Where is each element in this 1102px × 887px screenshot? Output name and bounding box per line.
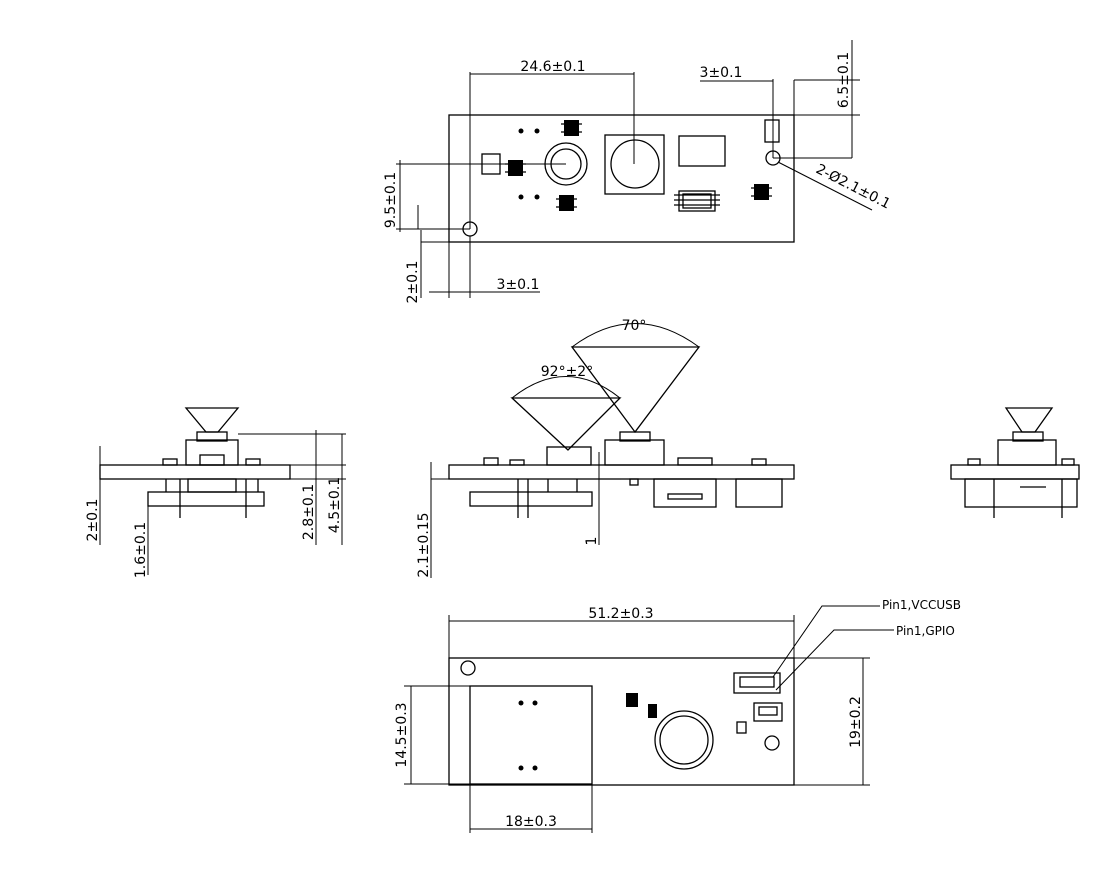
dim-hole-diameter: 2-Ø2.1±0.1 (813, 161, 893, 212)
left-lens-holder (185, 439, 239, 466)
label-pin1-vcc: Pin1,VCCUSB (882, 598, 961, 612)
dim-angle-tilt: 92°±2° (541, 364, 593, 380)
dim-lens-protrusion: 2.8±0.1 (301, 484, 317, 540)
camera-module (469, 685, 593, 785)
connector-gpio (753, 702, 783, 722)
dim-width-lens: 24.6±0.1 (520, 59, 585, 75)
pad-dot (518, 128, 524, 134)
center-board (448, 464, 795, 480)
top-board-outline (448, 114, 795, 243)
right-board (950, 464, 1080, 480)
sot-package-top (561, 120, 582, 136)
center-lower-board (469, 491, 593, 507)
top-small-component (764, 119, 780, 143)
sot-package-right (751, 184, 772, 200)
left-lens-cone (184, 407, 240, 433)
left-lens-barrel (196, 431, 228, 442)
dim-lens-height: 9.5±0.1 (383, 172, 399, 228)
right-lens-cone (1004, 407, 1054, 433)
pad-dot (518, 194, 524, 200)
left-side-view: 2±0.1 1.6±0.1 2.8±0.1 4.5±0.1 (85, 407, 346, 578)
sot-package-left (505, 160, 526, 176)
dim-standoff: 1.6±0.1 (133, 522, 149, 578)
sot-package-bottom (556, 195, 577, 211)
sensor-lens (610, 139, 660, 189)
bottom-hole-right (764, 735, 780, 751)
gpio-connector (735, 478, 783, 508)
dim-hole-offset-bottom: 2±0.1 (405, 261, 421, 304)
left-board (99, 464, 291, 480)
dim-module-height: 14.5±0.3 (394, 702, 410, 767)
dim-board-length: 51.2±0.3 (588, 606, 653, 622)
dim-board-width: 19±0.2 (848, 696, 864, 748)
fov-cone-92 (510, 397, 622, 451)
center-lens-block-left (546, 446, 592, 466)
top-view: 24.6±0.1 3±0.1 6.5±0.1 2-Ø2.1±0.1 9.5±0.… (383, 40, 893, 303)
center-lens-block-right (604, 439, 665, 466)
dim-angle-fov: 70° (622, 318, 647, 334)
bottom-hole-left (460, 660, 476, 676)
dim-pin-length: 2.1±0.15 (416, 512, 432, 577)
dim-small-gap: 1 (584, 537, 600, 546)
dim-board-thickness: 2±0.1 (85, 499, 101, 542)
connector-vccusb (733, 672, 781, 694)
soic-package (674, 190, 720, 212)
pad-dot (534, 128, 540, 134)
fov-cone-70 (570, 346, 701, 434)
dim-hole-offset-right: 3±0.1 (700, 65, 743, 81)
label-pin1-gpio: Pin1,GPIO (896, 624, 955, 638)
dim-module-width: 18±0.3 (505, 814, 557, 830)
right-side-view (950, 407, 1080, 518)
usb-connector (653, 478, 717, 508)
bottom-round-sensor (654, 710, 714, 770)
bottom-view: Pin1,VCCUSB Pin1,GPIO 51.2±0.3 19±0.2 14… (394, 598, 961, 833)
center-side-view: 70° 92°±2° 2.1±0.15 1 (416, 318, 795, 578)
dim-hole-offset-left: 3±0.1 (497, 277, 540, 293)
dim-total-height: 4.5±0.1 (327, 477, 343, 533)
top-chip-rect (678, 135, 726, 167)
right-lower-body (964, 478, 1078, 508)
dim-hole-offset-top: 6.5±0.1 (836, 52, 852, 108)
pad-dot (534, 194, 540, 200)
